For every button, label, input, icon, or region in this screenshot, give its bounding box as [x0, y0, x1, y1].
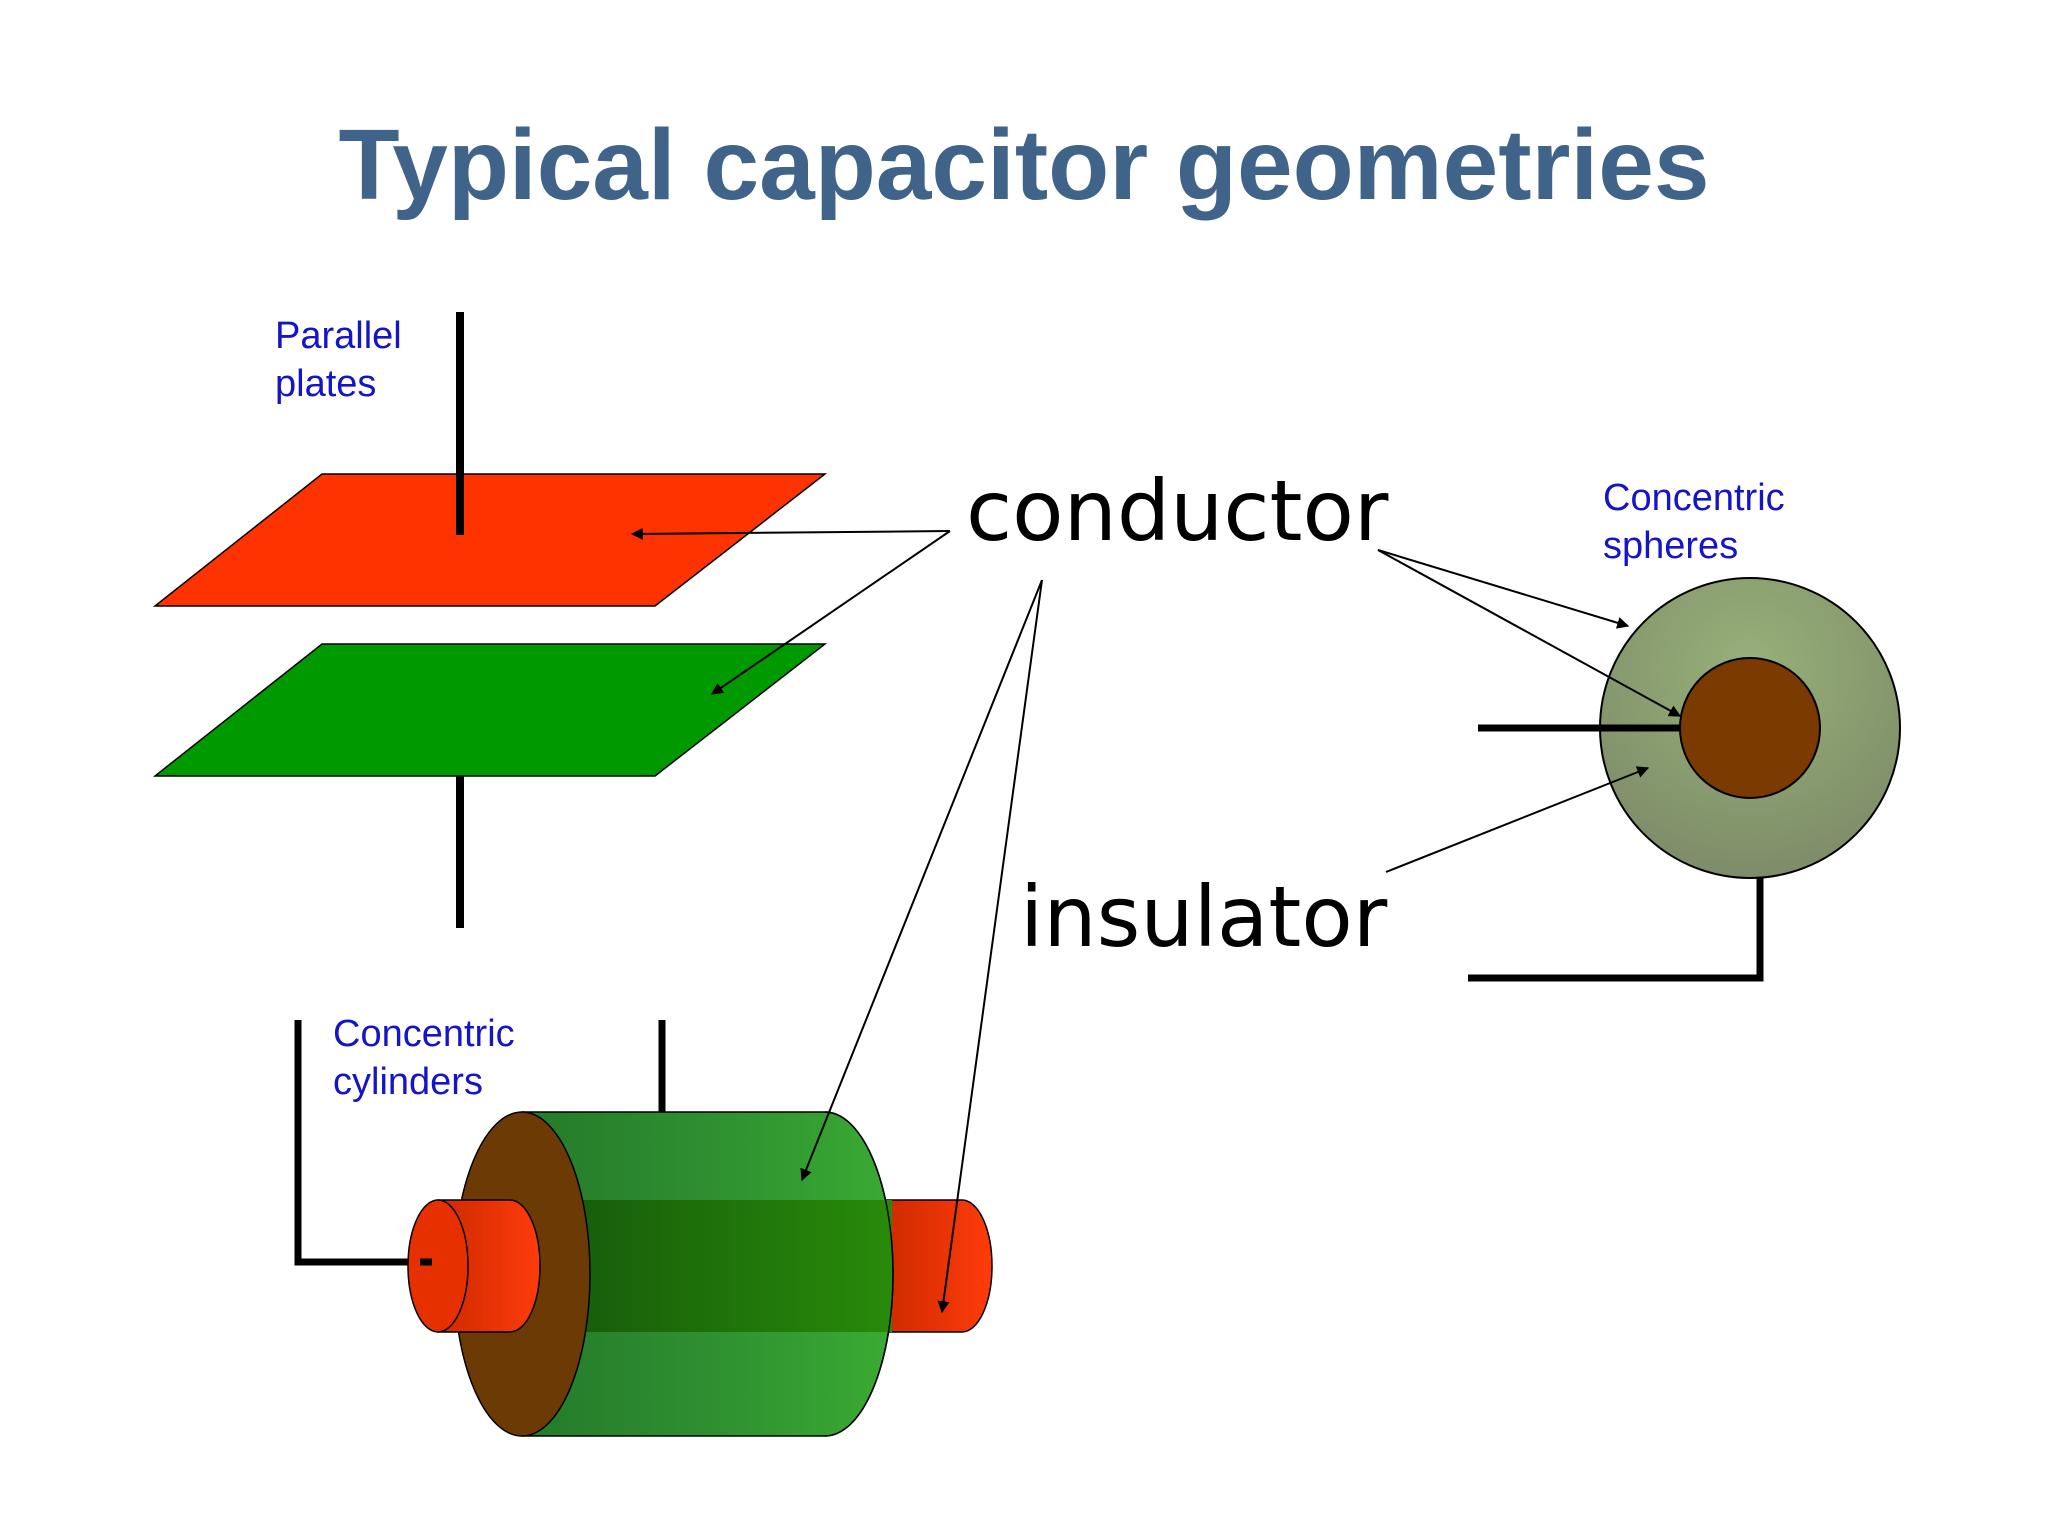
- bottom-plate: [152, 643, 828, 777]
- inner-conductor-right: [879, 1199, 993, 1333]
- concentric-cylinders-label: Concentric cylinders: [333, 1010, 515, 1106]
- concentric-spheres: [1468, 577, 1901, 982]
- parallel-plates-label-line2: plates: [275, 363, 377, 405]
- inner-sphere: [1679, 657, 1821, 799]
- concentric-cylinders-label-line1: Concentric: [333, 1013, 515, 1055]
- parallel-plates-label: Parallel plates: [275, 312, 402, 408]
- concentric-spheres-label-line2: spheres: [1603, 525, 1739, 567]
- conductor-label: conductor: [966, 462, 1389, 560]
- arrow-to-outer-cylinder: [800, 579, 1043, 1182]
- concentric-spheres-label: Concentric spheres: [1603, 474, 1785, 570]
- inner-conductor-end-face: [407, 1199, 469, 1333]
- arrow-to-top-plate: [630, 527, 951, 540]
- parallel-plates: [152, 312, 828, 928]
- arrow-to-bottom-plate: [711, 530, 951, 695]
- slide-title: Typical capacitor geometries: [338, 109, 1710, 221]
- concentric-cylinders: [294, 1020, 993, 1437]
- concentric-cylinders-label-line2: cylinders: [333, 1061, 483, 1103]
- pointer-arrows: [630, 527, 1682, 1314]
- arrow-to-outer-sphere: [1377, 549, 1630, 629]
- arrow-to-inner-sphere: [1377, 549, 1682, 717]
- insulator-label: insulator: [1020, 868, 1388, 966]
- inner-cylinder-lead: [294, 1020, 430, 1266]
- arrow-to-inner-cylinder: [937, 579, 1043, 1314]
- top-plate: [152, 473, 828, 607]
- arrow-to-insulator: [1385, 766, 1650, 873]
- concentric-spheres-label-line1: Concentric: [1603, 477, 1785, 519]
- parallel-plates-label-line1: Parallel: [275, 315, 402, 357]
- outer-sphere-lead: [1468, 878, 1764, 982]
